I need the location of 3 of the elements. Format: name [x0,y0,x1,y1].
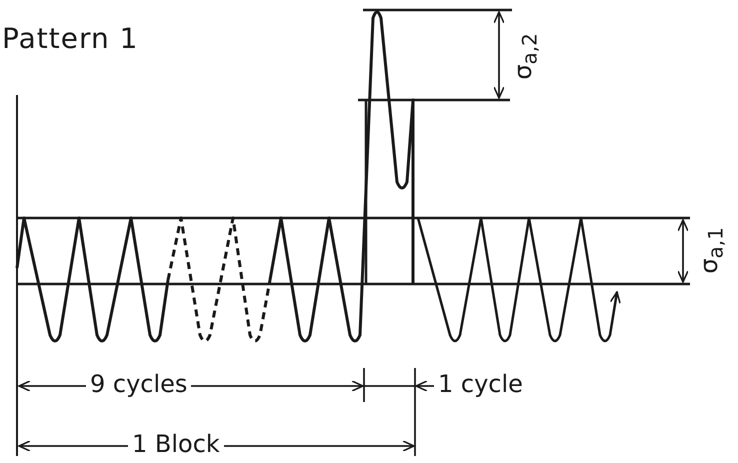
dimension-label: 1 cycle [438,372,523,396]
diagram-title: Pattern 1 [2,22,138,55]
dimension-label: 9 cycles [86,372,192,396]
